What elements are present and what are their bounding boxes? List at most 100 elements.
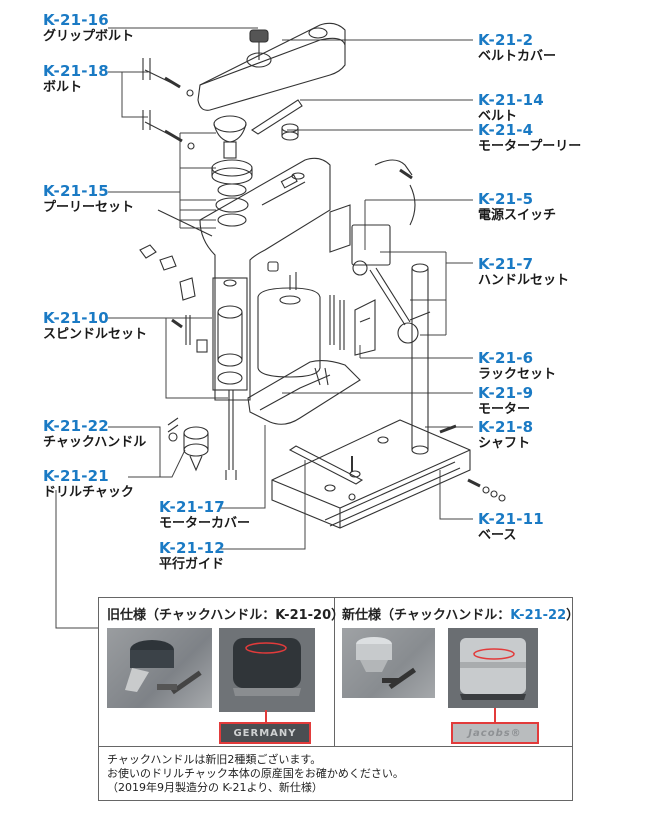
part-code: K-21-9 — [478, 384, 534, 402]
old-spec-panel: 旧仕様（チャックハンドル：K-21-20） GERMANY — [99, 598, 344, 746]
part-code: K-21-17 — [159, 498, 225, 516]
base-drawing — [271, 419, 506, 529]
small-parts-drawing — [139, 209, 213, 353]
part-name: 平行ガイド — [159, 557, 225, 572]
part-label-k-21-5: K-21-5 電源スイッチ — [478, 190, 557, 223]
part-code: K-21-10 — [43, 309, 109, 327]
part-code: K-21-12 — [159, 539, 225, 557]
rack-set-drawing — [329, 295, 376, 356]
pulley-set-drawing — [211, 115, 253, 227]
part-name: ベルトカバー — [478, 49, 557, 64]
old-chuck-closeup-photo — [219, 628, 315, 712]
part-label-k-21-18: K-21-18 ボルト — [43, 62, 109, 95]
leader-k-21-10 — [108, 317, 228, 399]
motor-cover-drawing — [247, 359, 361, 425]
new-highlight-line — [494, 708, 496, 722]
part-code: K-21-4 — [478, 121, 534, 139]
new-marking-text: Jacobs® — [468, 727, 522, 739]
part-label-k-21-9: K-21-9 モーター — [478, 384, 534, 417]
part-name: チャックハンドル — [43, 435, 147, 450]
leader-k-21-15 — [108, 132, 216, 229]
part-label-k-21-4: K-21-4 モータープーリー — [478, 121, 582, 154]
part-name: モータープーリー — [478, 139, 582, 154]
old-chuck-closeup-image — [233, 638, 301, 696]
new-chuck-closeup-image — [460, 638, 526, 700]
part-name: プーリーセット — [43, 200, 135, 215]
part-code: K-21-11 — [478, 510, 544, 528]
old-spec-title-prefix: 旧仕様（チャックハンドル： — [107, 608, 276, 623]
leader-k-21-17 — [220, 425, 266, 509]
drill-chuck-drawing — [167, 417, 209, 472]
part-name: ベルト — [478, 109, 518, 124]
part-label-k-21-7: K-21-7 ハンドルセット — [478, 255, 570, 288]
part-code: K-21-7 — [478, 255, 534, 273]
part-name: ハンドルセット — [478, 273, 570, 288]
handle-set-drawing — [369, 267, 431, 344]
part-label-k-21-17: K-21-17 モーターカバー — [159, 498, 251, 531]
part-name: モーターカバー — [159, 516, 251, 531]
part-code: K-21-22 — [43, 417, 109, 435]
new-spec-title-prefix: 新仕様（チャックハンドル： — [342, 608, 511, 623]
new-spec-title-suffix: ） — [566, 608, 580, 623]
shaft-drawing — [411, 263, 429, 455]
part-name: シャフト — [478, 436, 531, 451]
part-code: K-21-18 — [43, 62, 109, 80]
power-switch-drawing — [329, 159, 416, 276]
old-spec-title-suffix: ） — [331, 608, 345, 623]
part-name: ボルト — [43, 80, 83, 95]
leader-k-21-18 — [108, 71, 148, 118]
motor-pulley-drawing — [281, 123, 299, 141]
old-marking-closeup: GERMANY — [219, 722, 311, 744]
leader-k-21-12 — [220, 460, 306, 550]
new-spec-code: K-21-22 — [510, 608, 567, 623]
part-code: K-21-5 — [478, 190, 534, 208]
leader-lines — [55, 27, 473, 629]
part-name: スピンドルセット — [43, 327, 148, 342]
part-name: ラックセット — [478, 367, 557, 382]
leader-comparison-box — [55, 490, 98, 629]
belt-drawing — [251, 99, 303, 135]
part-label-k-21-14: K-21-14 ベルト — [478, 93, 544, 124]
old-chuck-image — [125, 640, 202, 695]
leader-k-21-6 — [359, 345, 473, 359]
new-marking-closeup: Jacobs® — [451, 722, 539, 744]
part-code: K-21-2 — [478, 31, 534, 49]
new-spec-title: 新仕様（チャックハンドル：K-21-22） — [342, 604, 579, 623]
part-name: グリップボルト — [43, 29, 135, 44]
new-chuck-closeup-photo — [448, 628, 538, 708]
part-label-k-21-12: K-21-12 平行ガイド — [159, 539, 225, 572]
notes-section: チャックハンドルは新旧2種類ございます。 お使いのドリルチャック本体の原産国をお… — [99, 746, 572, 801]
new-chuck-photo — [342, 628, 435, 698]
belt-cover-drawing — [197, 22, 346, 111]
part-label-k-21-2: K-21-2 ベルトカバー — [478, 31, 557, 64]
part-code: K-21-16 — [43, 11, 109, 29]
part-label-k-21-22: K-21-22 チャックハンドル — [43, 417, 147, 450]
chuck-comparison-box: 旧仕様（チャックハンドル：K-21-20） GERMANY 新仕様（チャッ — [98, 597, 579, 801]
head-housing-drawing — [199, 157, 331, 401]
part-label-k-21-15: K-21-15 プーリーセット — [43, 182, 135, 215]
part-code: K-21-8 — [478, 418, 534, 436]
part-label-k-21-8: K-21-8 シャフト — [478, 418, 534, 451]
part-label-k-21-11: K-21-11 ベース — [478, 510, 544, 543]
old-chuck-photo — [107, 628, 212, 708]
old-spec-title: 旧仕様（チャックハンドル：K-21-20） — [107, 604, 344, 623]
note-line: （2019年9月製造分の K-21より、新仕様） — [107, 781, 323, 794]
bolts-drawing — [142, 58, 195, 150]
part-label-k-21-16: K-21-16 グリップボルト — [43, 11, 135, 44]
spindle-set-drawing — [212, 277, 248, 480]
part-name: モーター — [478, 402, 531, 417]
leader-k-21-21 — [128, 449, 186, 478]
old-spec-code: K-21-20 — [275, 608, 332, 623]
part-code: K-21-6 — [478, 349, 534, 367]
new-spec-panel: 新仕様（チャックハンドル：K-21-22） Jacobs® — [334, 598, 579, 746]
part-code: K-21-15 — [43, 182, 109, 200]
grip-bolt-drawing — [249, 29, 269, 60]
part-name: ドリルチャック — [43, 485, 134, 500]
part-code: K-21-21 — [43, 467, 109, 485]
old-marking-text: GERMANY — [233, 727, 297, 739]
leader-k-21-7 — [380, 251, 473, 336]
part-label-k-21-10: K-21-10 スピンドルセット — [43, 309, 148, 342]
part-name: 電源スイッチ — [478, 208, 557, 223]
old-highlight-line — [265, 710, 267, 722]
